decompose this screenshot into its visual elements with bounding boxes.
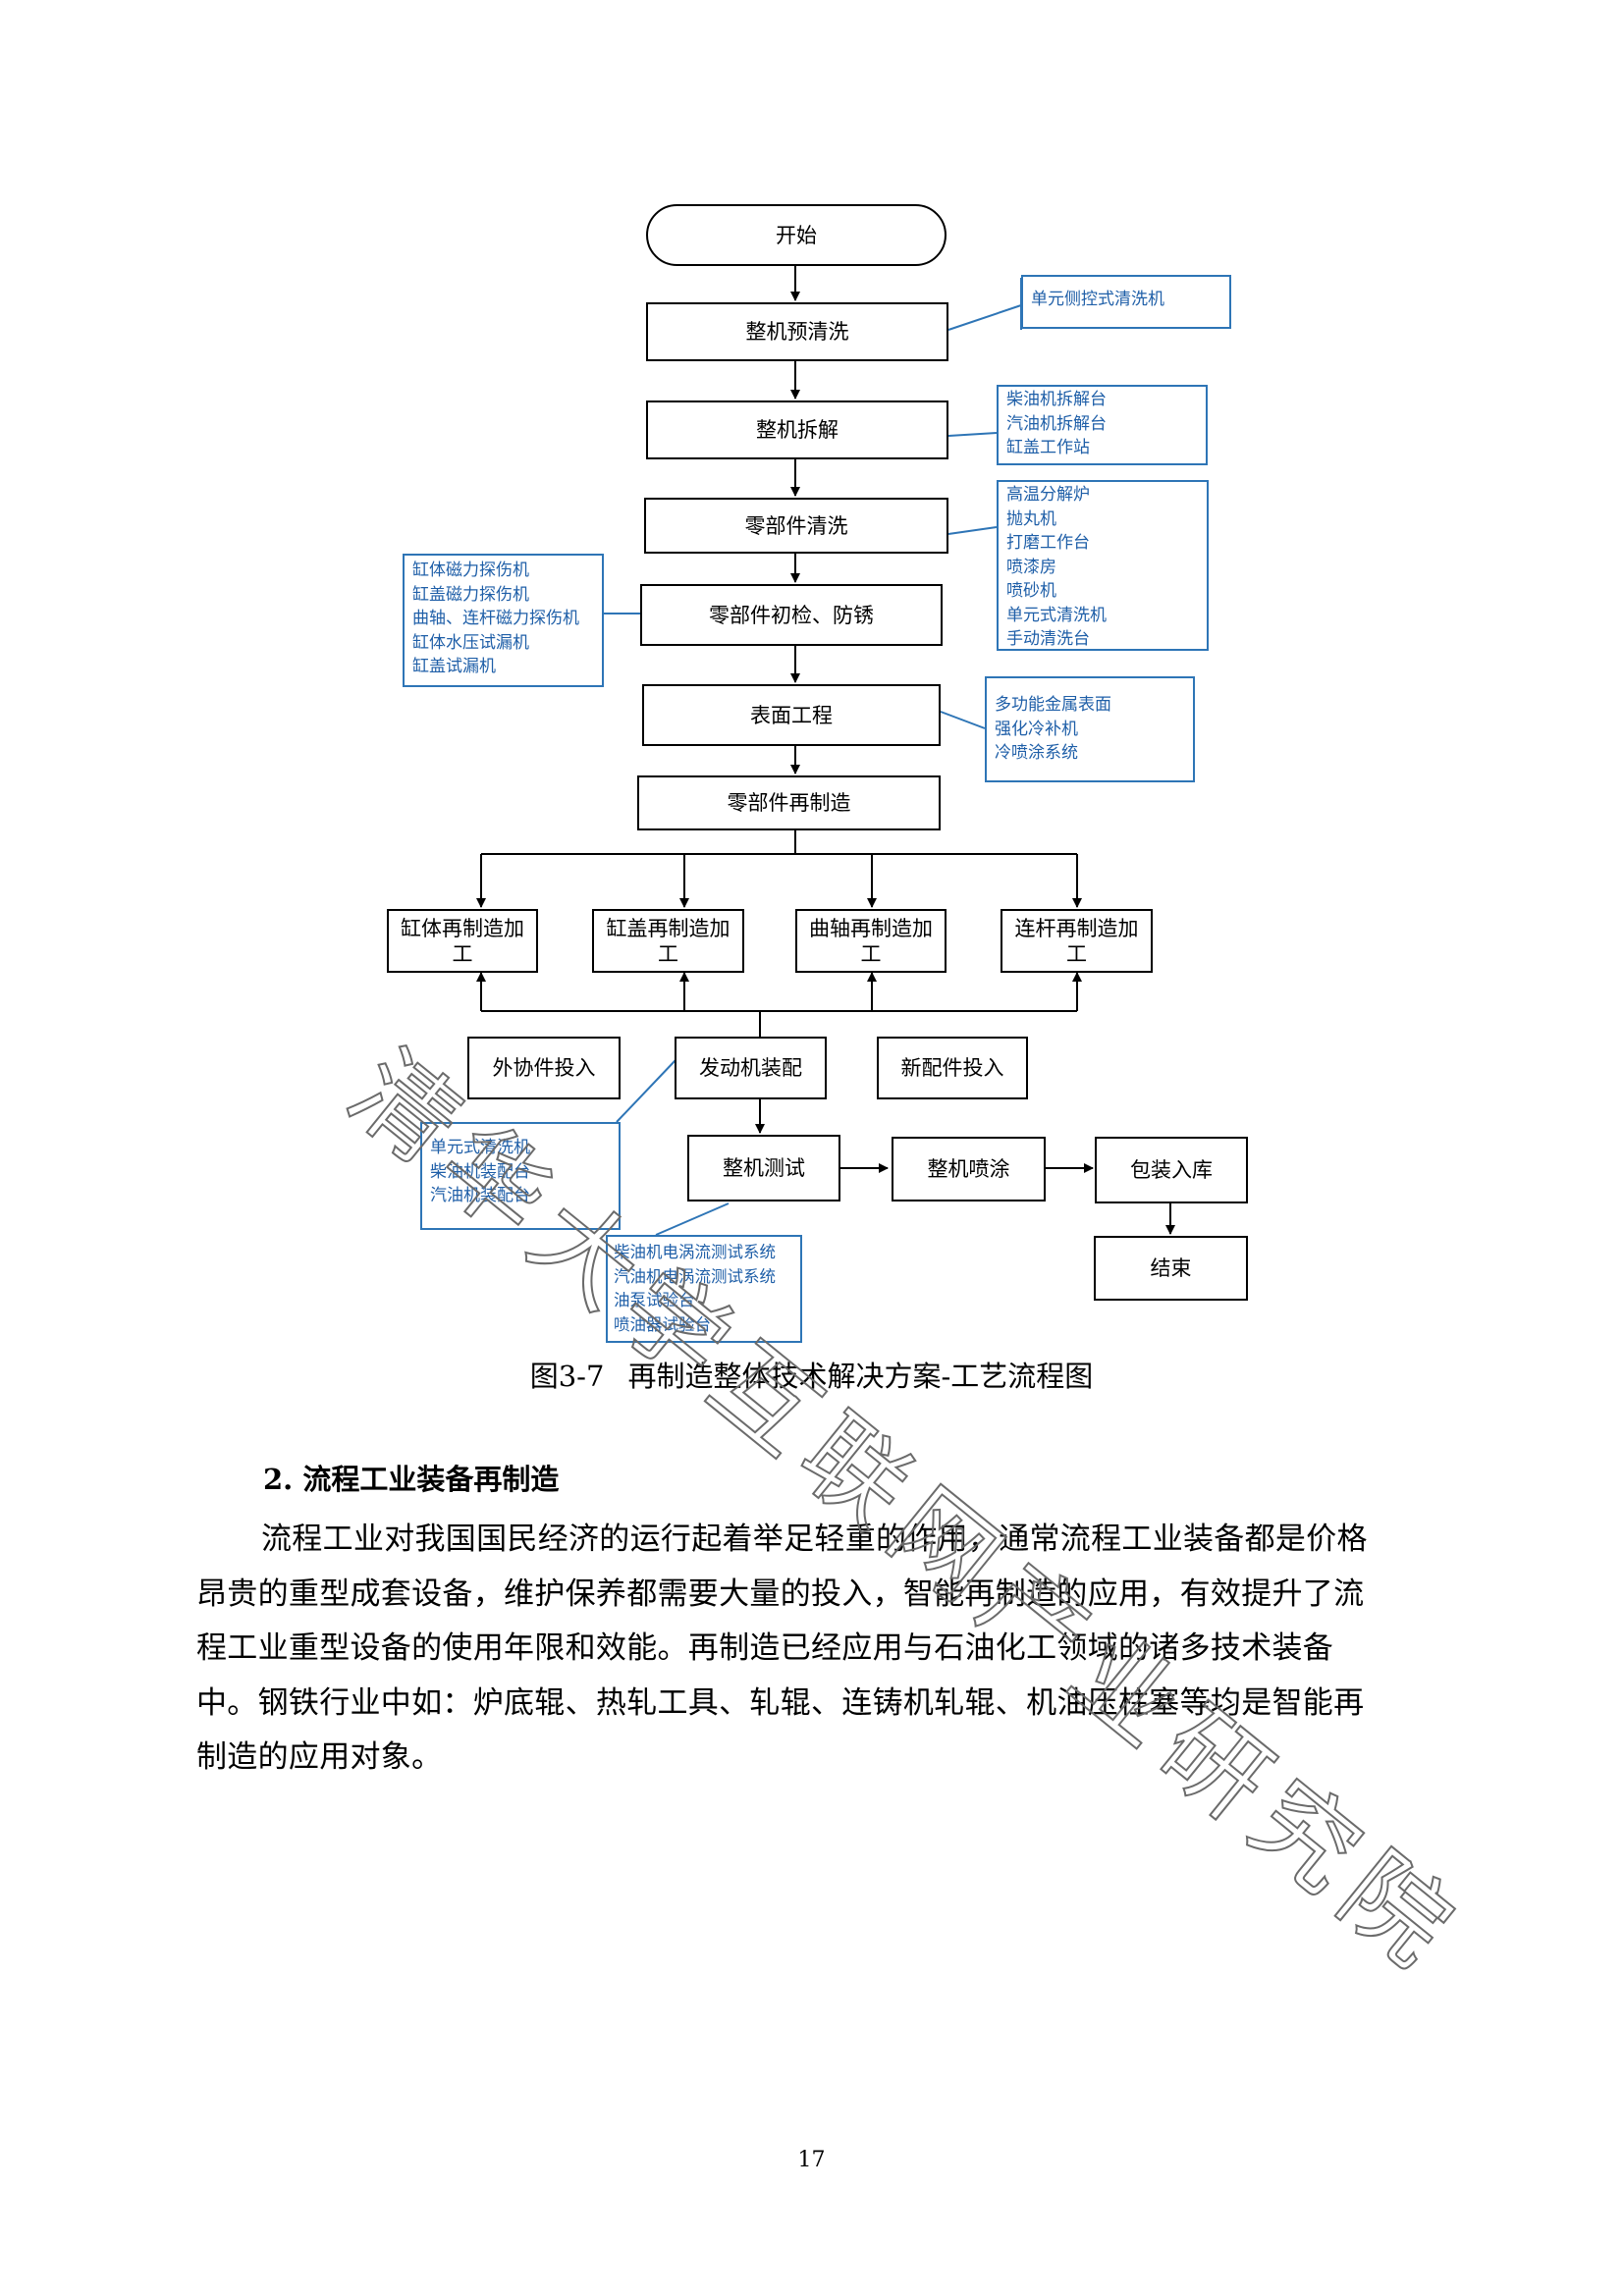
figure-title: 再制造整体技术解决方案-工艺流程图 <box>627 1360 1094 1393</box>
note-line: 单元式清洗机 <box>1006 605 1107 625</box>
note-pre-clean: 单元侧控式清洗机 <box>1021 275 1231 329</box>
paragraph-line: 程工业重型设备的使用年限和效能。再制造已经应用与石油化工领域的诸多技术装备 <box>196 1630 1334 1666</box>
paragraph-line: 制造的应用对象。 <box>196 1739 443 1775</box>
page-number: 17 <box>797 2148 826 2172</box>
note-line: 缸体水压试漏机 <box>412 632 529 653</box>
section-heading: 2. 流程工业装备再制造 <box>263 1463 560 1496</box>
section-paragraph: 流程工业对我国国民经济的运行起着举足轻重的作用，通常流程工业装备都是价格 昂贵的… <box>196 1513 1438 1786</box>
note-assembly: 单元式清洗机 柴油机装配台 汽油机装配台 <box>420 1122 621 1230</box>
flow-start: 开始 <box>646 204 947 266</box>
note-line: 强化冷补机 <box>995 719 1078 739</box>
flow-conrod: 连杆再制造加工 <box>1001 909 1153 973</box>
note-line: 汽油机拆解台 <box>1006 413 1107 434</box>
figure-caption: 图3-7 再制造整体技术解决方案-工艺流程图 <box>0 1357 1623 1396</box>
flow-spray: 整机喷涂 <box>892 1137 1046 1201</box>
flow-surface: 表面工程 <box>642 684 941 746</box>
note-line: 高温分解炉 <box>1006 485 1090 505</box>
flow-new-parts: 新配件投入 <box>877 1037 1028 1099</box>
flow-cylinder-head: 缸盖再制造加工 <box>592 909 744 973</box>
note-line: 冷喷涂系统 <box>995 743 1078 763</box>
note-line: 多功能金属表面 <box>995 695 1111 715</box>
flow-parts-clean: 零部件清洗 <box>644 498 948 554</box>
note-line: 缸盖试漏机 <box>412 657 496 676</box>
flow-inspect: 零部件初检、防锈 <box>640 584 943 646</box>
note-line: 打磨工作台 <box>1006 533 1090 553</box>
note-line: 缸盖工作站 <box>1006 438 1090 457</box>
paragraph-line: 流程工业对我国国民经济的运行起着举足轻重的作用，通常流程工业装备都是价格 <box>261 1522 1368 1557</box>
flow-pre-clean: 整机预清洗 <box>646 302 948 361</box>
flow-crankshaft: 曲轴再制造加工 <box>795 909 947 973</box>
note-line: 抛丸机 <box>1006 508 1056 529</box>
note-line: 汽油机装配台 <box>430 1186 530 1205</box>
flow-engine-test: 整机测试 <box>687 1135 840 1201</box>
note-parts-clean: 高温分解炉 抛丸机 打磨工作台 喷漆房 喷砂机 单元式清洗机 手动清洗台 <box>997 480 1209 651</box>
note-line: 曲轴、连杆磁力探伤机 <box>412 609 579 628</box>
figure-number: 图3-7 <box>529 1360 605 1393</box>
note-line: 单元式清洗机 <box>430 1138 530 1157</box>
flow-cylinder-block: 缸体再制造加工 <box>387 909 538 973</box>
note-test: 柴油机电涡流测试系统 汽油机电涡流测试系统 油泵试验台 喷油器试验台 <box>606 1235 802 1343</box>
flow-pack: 包装入库 <box>1095 1137 1248 1203</box>
note-line: 柴油机装配台 <box>430 1161 530 1182</box>
note-surface: 多功能金属表面 强化冷补机 冷喷涂系统 <box>985 676 1195 782</box>
note-line: 喷油器试验台 <box>614 1314 711 1334</box>
flow-engine-assembly: 发动机装配 <box>675 1037 827 1099</box>
note-line: 柴油机拆解台 <box>1006 390 1107 409</box>
flow-remanufacture: 零部件再制造 <box>637 775 941 830</box>
note-inspect: 缸体磁力探伤机 缸盖磁力探伤机 曲轴、连杆磁力探伤机 缸体水压试漏机 缸盖试漏机 <box>403 554 604 687</box>
note-line: 缸体磁力探伤机 <box>412 561 529 580</box>
note-disassembly: 柴油机拆解台 汽油机拆解台 缸盖工作站 <box>997 385 1208 465</box>
note-line: 手动清洗台 <box>1006 629 1090 649</box>
paragraph-line: 昂贵的重型成套设备，维护保养都需要大量的投入，智能再制造的应用，有效提升了流 <box>196 1575 1365 1612</box>
flow-end: 结束 <box>1094 1236 1248 1301</box>
paragraph-line: 中。钢铁行业中如：炉底辊、热轧工具、轧辊、连铸机轧辊、机油压柱塞等均是智能再 <box>196 1684 1365 1721</box>
flow-outsourced: 外协件投入 <box>467 1037 621 1099</box>
note-line: 汽油机电涡流测试系统 <box>614 1266 776 1286</box>
note-line: 喷漆房 <box>1006 557 1056 577</box>
flowchart-connectors <box>476 266 1175 1236</box>
flow-disassembly: 整机拆解 <box>646 400 948 459</box>
note-line: 油泵试验台 <box>614 1291 695 1309</box>
note-line: 缸盖磁力探伤机 <box>412 584 529 605</box>
note-line: 单元侧控式清洗机 <box>1031 290 1164 309</box>
note-line: 柴油机电涡流测试系统 <box>614 1243 776 1261</box>
note-line: 喷砂机 <box>1006 581 1056 601</box>
